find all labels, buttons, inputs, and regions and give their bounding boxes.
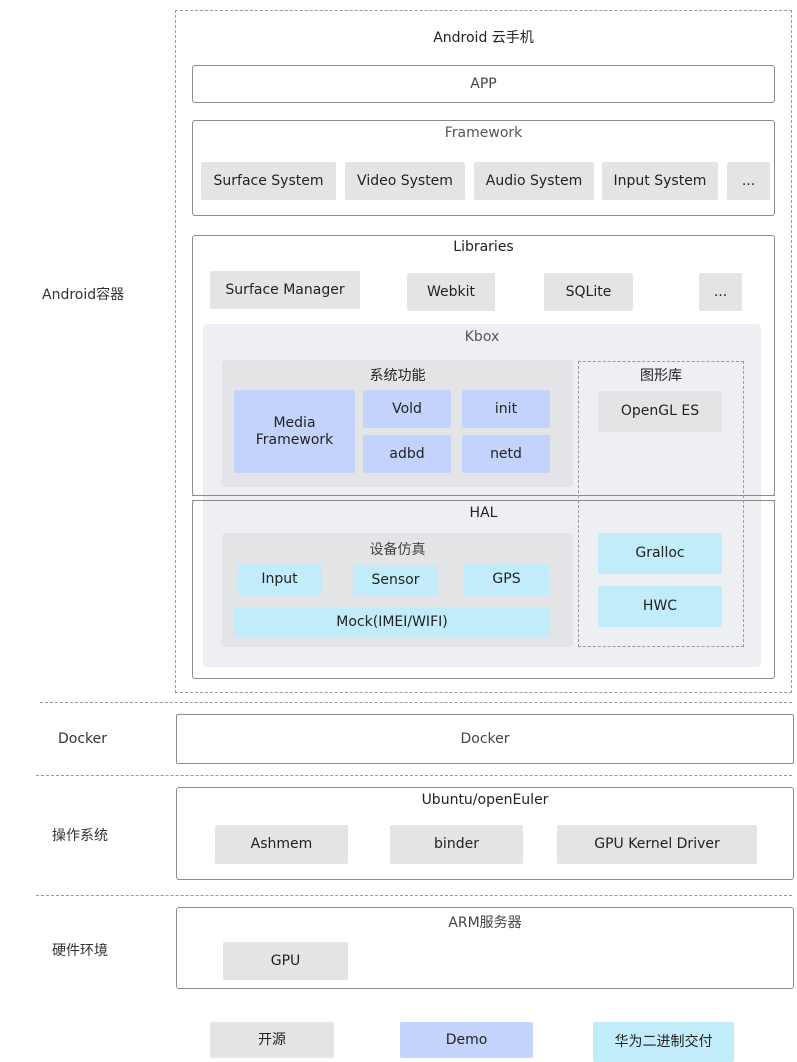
app-layer: APP (192, 65, 775, 103)
cloud-phone-title: Android 云手机 (433, 30, 534, 46)
legend-huawei-binary: 华为二进制交付 (593, 1022, 734, 1062)
os-title: Ubuntu/openEuler (421, 792, 549, 808)
layer-label-android-container: Android容器 (42, 287, 125, 303)
hardware-title: ARM服务器 (448, 915, 522, 931)
opengl-es-box: OpenGL ES (598, 391, 722, 432)
webkit-box: Webkit (407, 273, 495, 311)
legend-open-source: 开源 (210, 1022, 334, 1058)
separator-line (36, 895, 792, 896)
docker-layer: Docker (176, 714, 794, 764)
device-emulation-title: 设备仿真 (369, 542, 426, 558)
legend-demo: Demo (400, 1022, 533, 1058)
libraries-bottom-edge (192, 495, 775, 496)
layer-label-os: 操作系统 (52, 828, 108, 844)
vold-box: Vold (363, 390, 451, 428)
input-emulation-box: Input (237, 564, 322, 595)
binder-box: binder (390, 825, 523, 864)
ashmem-box: Ashmem (215, 825, 348, 864)
input-system-box: Input System (602, 162, 718, 200)
hal-title: HAL (469, 505, 498, 521)
audio-system-box: Audio System (474, 162, 594, 200)
surface-system-box: Surface System (201, 162, 336, 200)
gralloc-box: Gralloc (598, 533, 722, 574)
media-framework-box: Media Framework (234, 390, 355, 473)
graphics-library-title: 图形库 (640, 368, 682, 384)
gps-emulation-box: GPS (464, 564, 549, 595)
surface-manager-box: Surface Manager (210, 271, 360, 309)
framework-title: Framework (444, 125, 523, 141)
video-system-box: Video System (345, 162, 465, 200)
libraries-more-box: ... (699, 273, 742, 311)
system-functions-title: 系统功能 (369, 368, 426, 384)
init-box: init (462, 390, 550, 428)
graphics-library-panel (578, 361, 744, 647)
separator-line (36, 775, 792, 776)
hal-top-edge (192, 500, 775, 501)
sqlite-box: SQLite (544, 273, 633, 311)
mock-imei-wifi-box: Mock(IMEI/WIFI) (234, 607, 550, 637)
adbd-box: adbd (363, 435, 451, 473)
gpu-kernel-driver-box: GPU Kernel Driver (557, 825, 757, 864)
sensor-emulation-box: Sensor (353, 565, 438, 596)
android-cloud-phone-container (175, 10, 792, 693)
libraries-title: Libraries (453, 239, 514, 255)
separator-line (40, 702, 792, 703)
gpu-box: GPU (223, 942, 348, 980)
layer-label-docker: Docker (58, 731, 108, 747)
layer-label-hardware: 硬件环境 (52, 943, 108, 959)
framework-more-box: ... (727, 162, 770, 200)
netd-box: netd (462, 435, 550, 473)
kbox-title: Kbox (464, 329, 500, 345)
hwc-box: HWC (598, 586, 722, 627)
